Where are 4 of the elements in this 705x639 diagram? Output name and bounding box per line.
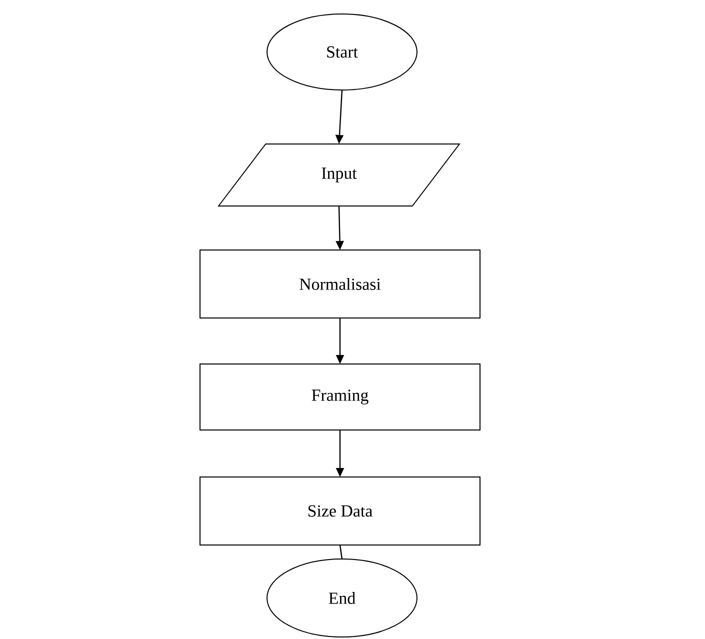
process-box: Normalisasi	[200, 250, 480, 318]
process-box: Size Data	[200, 476, 480, 546]
connector-line	[339, 544, 343, 560]
process-box: Framing	[200, 364, 480, 430]
